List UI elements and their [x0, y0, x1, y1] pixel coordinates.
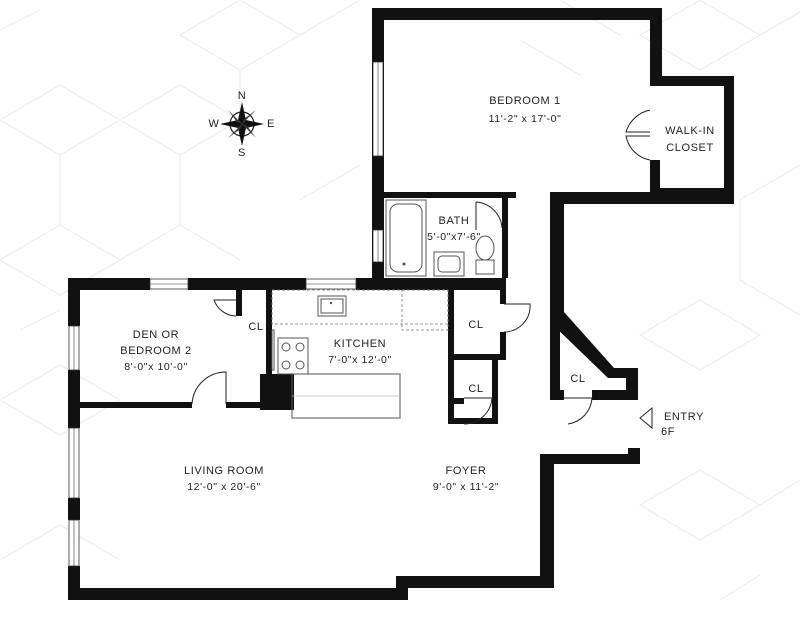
toilet	[475, 259, 495, 275]
stove	[277, 337, 309, 375]
bedroom1-name: BEDROOM 1	[489, 95, 560, 107]
fixtures	[271, 199, 495, 419]
walkin-closet-line2: CLOSET	[666, 142, 714, 154]
den-line1: DEN OR	[133, 329, 179, 341]
compass-north-label: N	[238, 90, 247, 102]
background-pattern	[0, 0, 800, 601]
living-room-size: 12'-0" x 20'-6"	[187, 481, 261, 493]
bathtub	[385, 199, 427, 277]
bath-sink	[433, 251, 465, 277]
kitchen-closet-lower-label: CL	[468, 383, 483, 395]
den-closet-label: CL	[248, 321, 263, 333]
kitchen-closet-upper-label: CL	[468, 319, 483, 331]
entry-floor-label: 6F	[661, 426, 675, 438]
kitchen-name: KITCHEN	[334, 338, 386, 350]
living-room-name: LIVING ROOM	[184, 465, 264, 477]
room-labels: BEDROOM 1 11'-2" x 17'-0" WALK-IN CLOSET…	[120, 95, 715, 493]
walkin-closet-line1: WALK-IN	[665, 125, 715, 137]
foyer-size: 9'-0" x 11'-2"	[433, 481, 499, 493]
compass-rose: N S E W	[209, 90, 275, 159]
kitchen-sink	[317, 295, 347, 317]
foyer-name: FOYER	[446, 465, 487, 477]
foyer-closet-label: CL	[570, 373, 585, 385]
compass-east-label: E	[267, 118, 275, 130]
den-line2: BEDROOM 2	[120, 345, 191, 357]
bath-name: BATH	[439, 215, 470, 227]
entry-label: ENTRY	[664, 411, 704, 423]
doors	[191, 109, 653, 430]
compass-west-label: W	[209, 118, 220, 130]
windows	[68, 61, 384, 567]
den-size: 8'-0"x 10'-0"	[124, 361, 188, 373]
bath-size: 5'-0"x7'-6"	[427, 231, 481, 243]
compass-south-label: S	[238, 147, 246, 159]
bedroom1-size: 11'-2" x 17'-0"	[489, 113, 562, 125]
walls	[68, 8, 734, 600]
kitchen-size: 7'-0"x 12'-0"	[328, 354, 392, 366]
